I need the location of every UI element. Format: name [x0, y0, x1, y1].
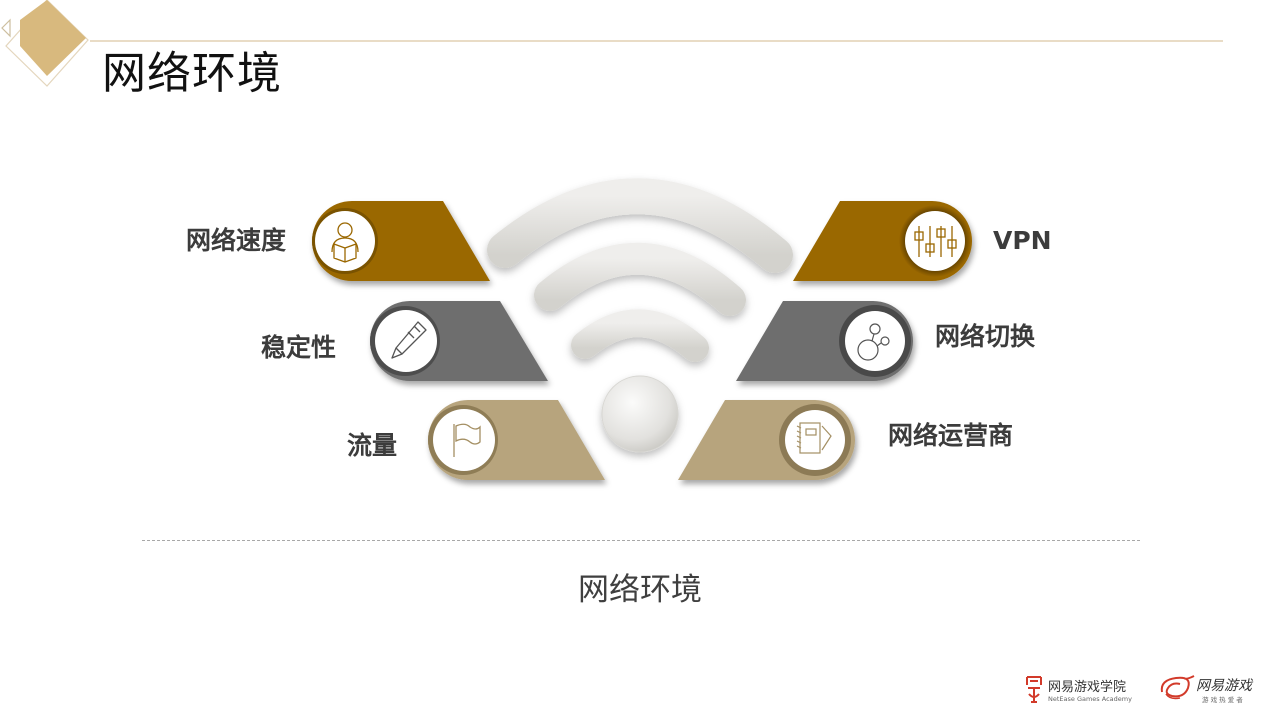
label-network-switch: 网络切换: [935, 322, 1036, 351]
wifi-icon: [487, 178, 793, 453]
header-diamond-decoration: [1, 0, 89, 87]
footer-logo-netease-games: 网易游戏 游 戏 热 爱 者: [1158, 672, 1268, 708]
right-tab-vpn: [793, 201, 972, 281]
flag-icon: [453, 423, 481, 457]
academy-seal-icon: [1026, 676, 1042, 703]
title-underline: [90, 40, 1223, 42]
dashed-divider: [142, 540, 1140, 541]
reader-icon: [331, 222, 359, 263]
label-traffic: 流量: [347, 431, 398, 460]
pencil-icon: [391, 321, 427, 359]
slide-caption: 网络环境: [578, 572, 702, 608]
games-name: 网易游戏: [1196, 678, 1252, 694]
label-network-operator: 网络运营商: [888, 421, 1014, 450]
left-tab-network-speed: [312, 201, 490, 281]
left-tab-traffic: [428, 400, 605, 480]
games-sub: 游 戏 热 爱 者: [1202, 696, 1243, 704]
network-nodes-icon: [857, 323, 890, 361]
notebook-icon: [796, 422, 832, 454]
footer-logo-academy: 网易游戏学院 NetEase Games Academy: [1024, 674, 1144, 710]
netease-swirl-icon: [1160, 675, 1195, 700]
sliders-icon: [914, 226, 957, 257]
label-stability: 稳定性: [261, 333, 337, 362]
left-tab-stability: [370, 301, 548, 381]
academy-name: 网易游戏学院: [1048, 680, 1127, 695]
right-tab-network-switch: [736, 301, 913, 381]
right-tab-network-operator: [678, 400, 855, 480]
label-network-speed: 网络速度: [186, 226, 287, 255]
academy-sub: NetEase Games Academy: [1048, 695, 1132, 703]
page-title: 网络环境: [102, 48, 282, 99]
label-vpn: VPN: [993, 226, 1052, 255]
